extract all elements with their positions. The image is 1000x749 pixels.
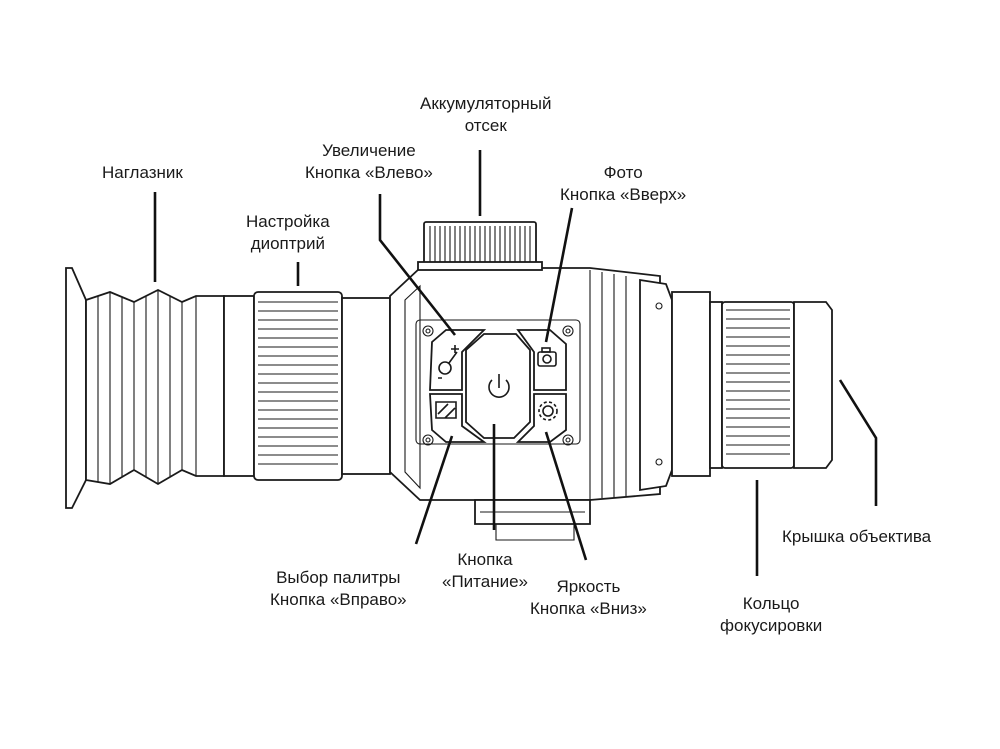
label-zoom-line-1: Увеличение bbox=[322, 141, 416, 160]
label-palette-line-2: Кнопка «Вправо» bbox=[270, 590, 407, 609]
label-photo-line-1: Фото bbox=[603, 163, 643, 182]
label-power: Кнопка «Питание» bbox=[442, 549, 528, 593]
label-lens-cap: Крышка объектива bbox=[782, 526, 931, 548]
diopter-ring bbox=[223, 291, 391, 481]
objective bbox=[671, 291, 833, 477]
label-brightness-line-1: Яркость bbox=[556, 577, 621, 596]
label-focus-line-1: Кольцо bbox=[742, 594, 800, 613]
label-brightness: Яркость Кнопка «Вниз» bbox=[530, 576, 647, 620]
label-palette: Выбор палитры Кнопка «Вправо» bbox=[270, 567, 407, 611]
zoom-plus-minus-icon bbox=[438, 345, 459, 379]
battery-compartment bbox=[417, 221, 543, 271]
camera-icon bbox=[537, 347, 557, 367]
label-brightness-line-2: Кнопка «Вниз» bbox=[530, 599, 647, 618]
eyecup bbox=[65, 267, 225, 509]
leader-lines bbox=[153, 150, 878, 576]
palette-icon bbox=[435, 401, 457, 419]
label-eyecup-line-1: Наглазник bbox=[102, 163, 183, 182]
power-icon bbox=[488, 374, 510, 398]
photo-button[interactable] bbox=[516, 329, 567, 391]
label-lens-cap-line-1: Крышка объектива bbox=[782, 527, 932, 546]
label-focus: Кольцо фокусировки bbox=[720, 593, 822, 637]
label-diopter-line-1: Настройка bbox=[246, 212, 330, 231]
label-eyecup: Наглазник bbox=[102, 162, 183, 184]
label-palette-line-1: Выбор палитры bbox=[276, 568, 401, 587]
label-power-line-1: Кнопка bbox=[457, 550, 513, 569]
label-zoom: Увеличение Кнопка «Влево» bbox=[305, 140, 433, 184]
label-focus-line-2: фокусировки bbox=[720, 616, 823, 635]
power-button[interactable] bbox=[465, 333, 531, 439]
label-battery-line-2: отсек bbox=[464, 116, 507, 135]
label-battery-line-1: Аккумуляторный bbox=[420, 94, 552, 113]
palette-button[interactable] bbox=[429, 393, 487, 443]
label-power-line-2: «Питание» bbox=[442, 572, 529, 591]
control-panel bbox=[415, 319, 581, 446]
label-zoom-line-2: Кнопка «Влево» bbox=[305, 163, 433, 182]
label-diopter-line-2: диоптрий bbox=[250, 234, 325, 253]
label-battery: Аккумуляторный отсек bbox=[420, 93, 551, 137]
label-photo: Фото Кнопка «Вверх» bbox=[560, 162, 686, 206]
zoom-button[interactable] bbox=[429, 329, 487, 391]
label-diopter: Настройка диоптрий bbox=[246, 211, 330, 255]
label-photo-line-2: Кнопка «Вверх» bbox=[560, 185, 687, 204]
brightness-gear-icon bbox=[538, 401, 558, 421]
